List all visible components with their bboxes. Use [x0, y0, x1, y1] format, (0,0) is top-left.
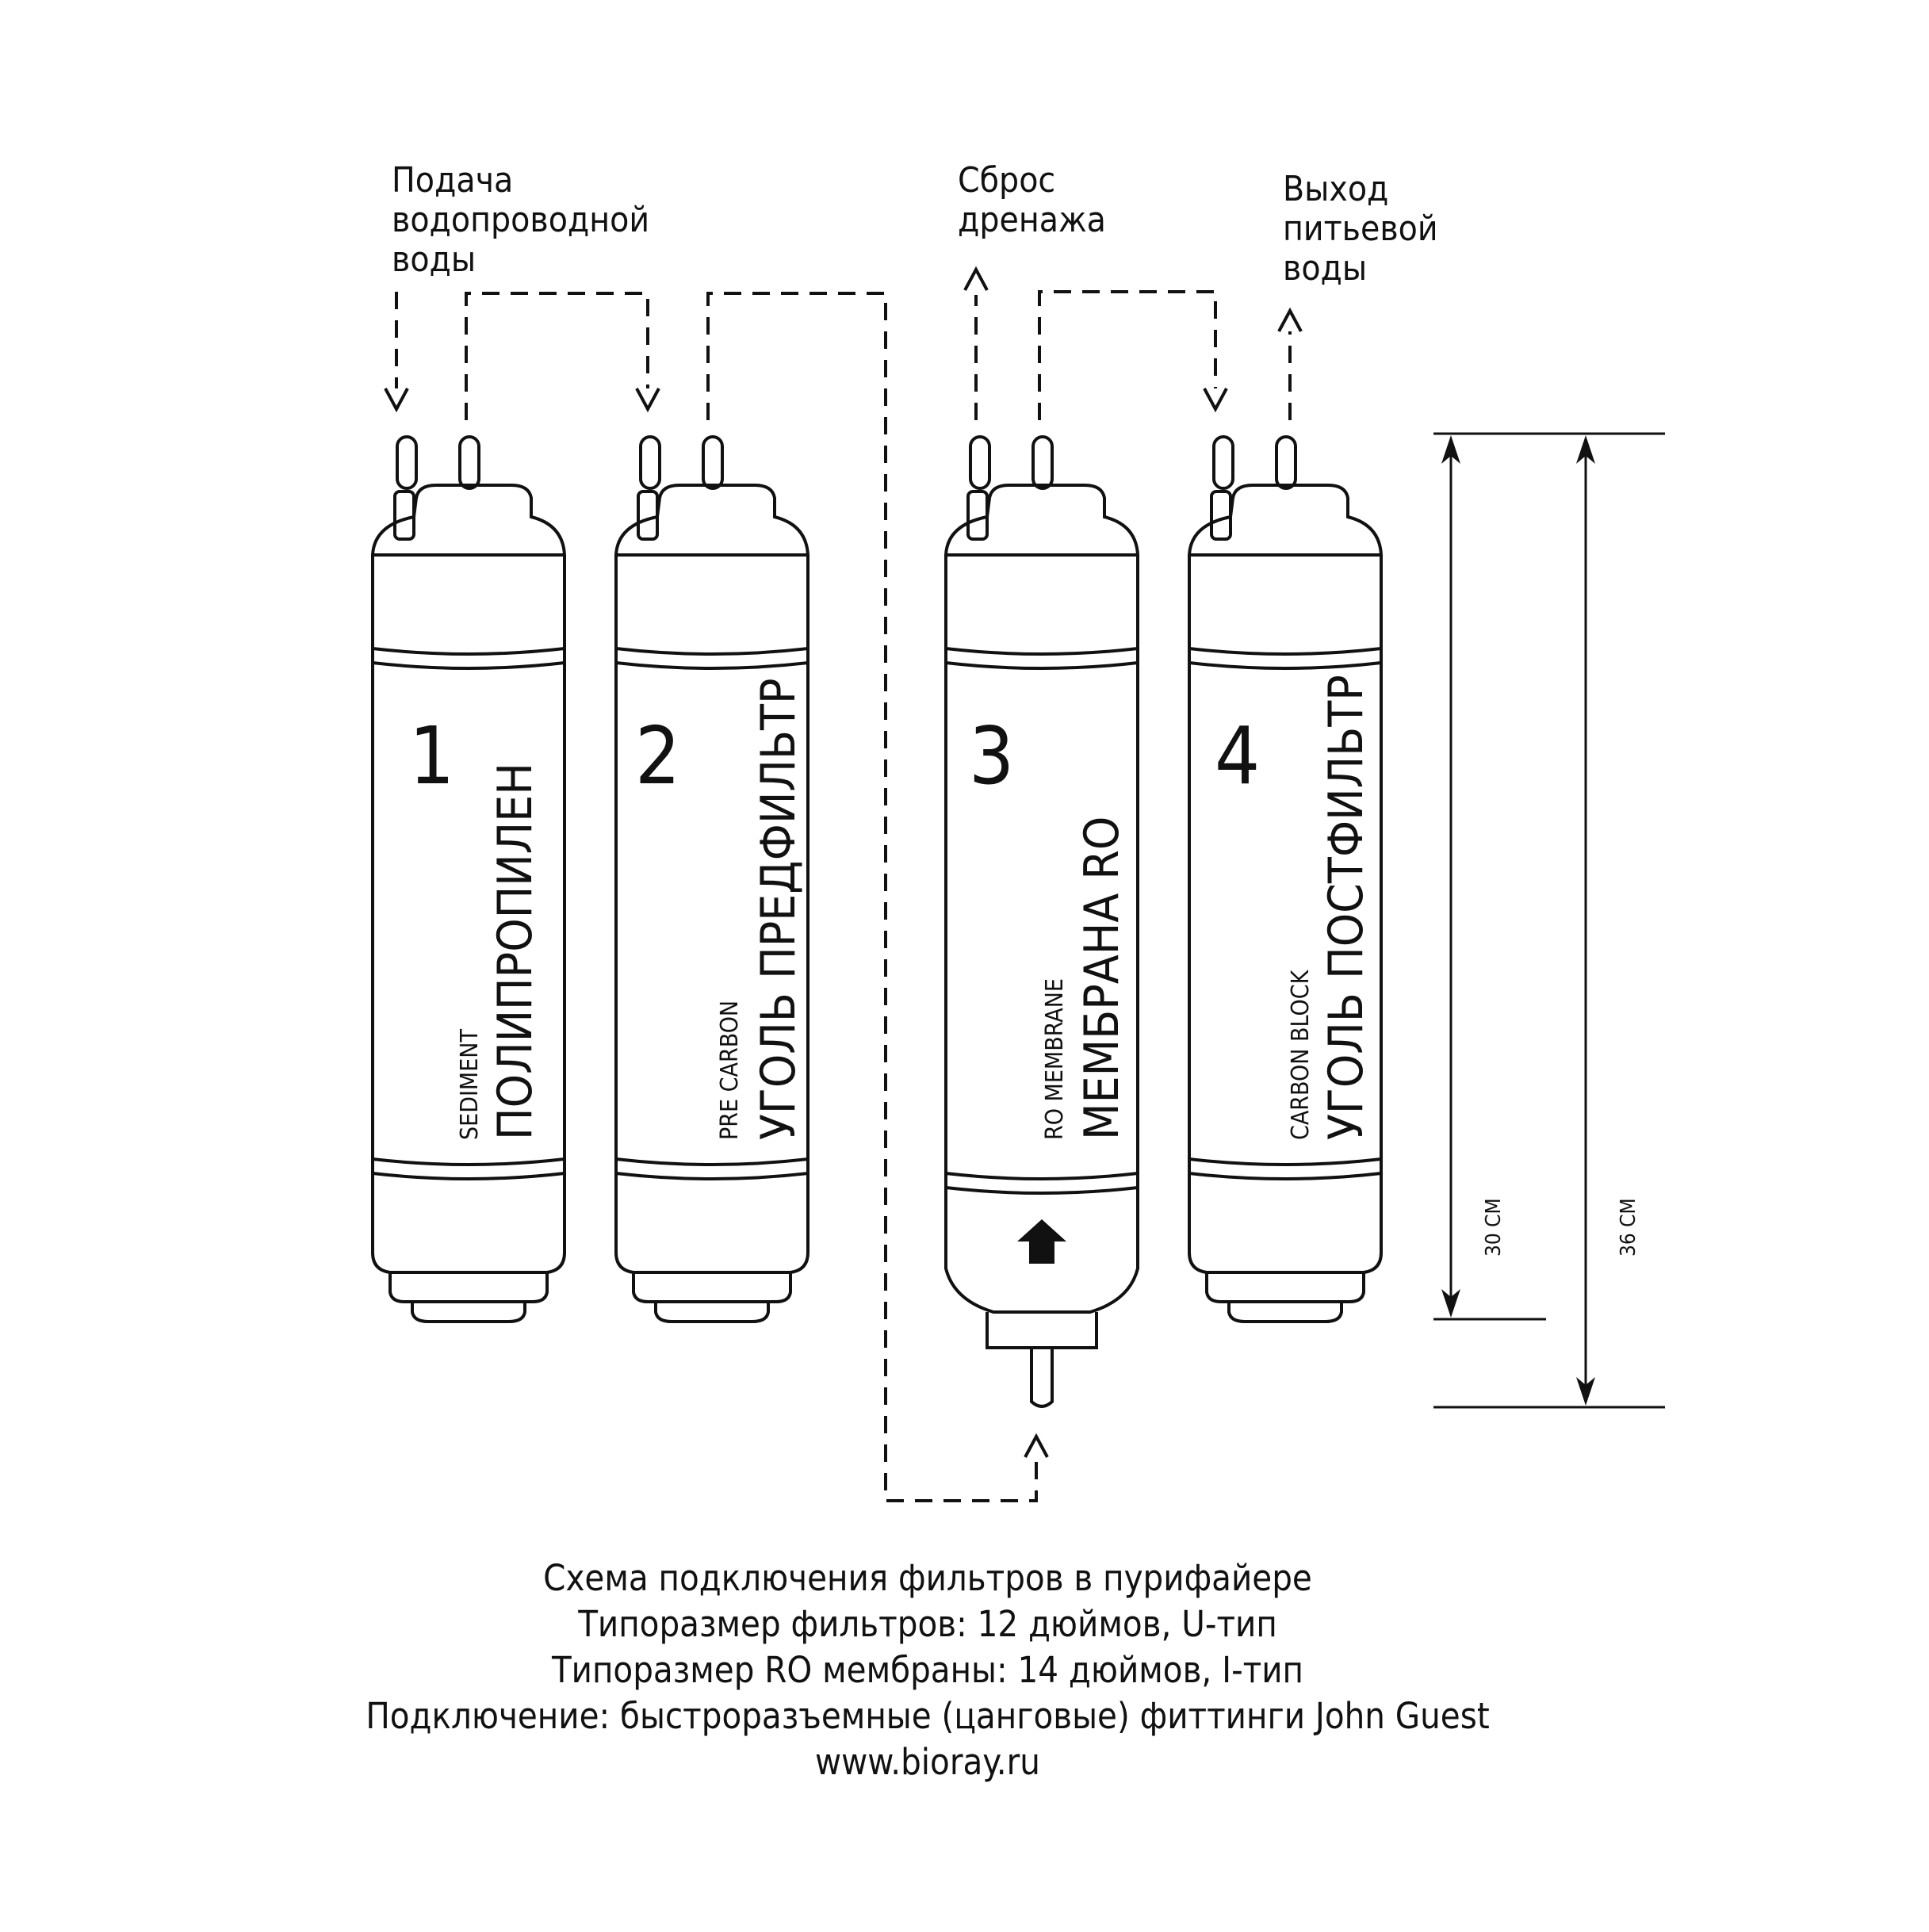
arrow-into-4	[1203, 388, 1228, 413]
filter-3-band-top	[945, 647, 1139, 670]
website-link[interactable]: www.bioray.ru	[815, 1741, 1040, 1783]
filter-3-number: 3	[969, 710, 1014, 802]
filter-3-band-bottom	[945, 1172, 1139, 1195]
filter-2-number: 2	[635, 710, 680, 802]
filter-1-body	[371, 555, 566, 1274]
dim-30-arrow-top	[1441, 435, 1460, 464]
dim-30-label: 30 СМ	[1482, 1198, 1506, 1257]
caption-line-4: Подключение: быстроразъемные (цанговые) …	[366, 1695, 1490, 1737]
filter-2-subtitle: PRE CARBON	[716, 1000, 744, 1140]
flow-1-to-2	[465, 292, 649, 420]
filter-4-number: 4	[1215, 710, 1260, 802]
filter-1-band-top	[372, 647, 565, 670]
output-water-label: Выход питьевой воды	[1283, 169, 1438, 289]
filter-1-cartridge	[370, 435, 567, 1323]
filter-4-band-bottom	[1188, 1157, 1382, 1180]
dim-36-label: 36 СМ	[1617, 1198, 1640, 1257]
filter-4-name: УГОЛЬ ПОСТФИЛЬТР	[1319, 675, 1374, 1140]
filter-4-band-top	[1188, 647, 1382, 670]
filter-texts: 1 SEDIMENT ПОЛИПРОПИЛЕН 2 PRE CARBON УГО…	[409, 675, 1374, 1140]
filter-2-fittings	[637, 435, 724, 541]
filter-1-cap	[370, 484, 567, 557]
filter-2-base	[632, 1272, 792, 1323]
filter-4-cartridge	[1187, 435, 1384, 1323]
filter-3-fittings	[966, 435, 1054, 541]
filter-1-fittings	[393, 435, 480, 541]
arrow-drain-up	[963, 266, 989, 291]
filter-2-cap	[614, 484, 810, 557]
filter-1-name: ПОЛИПРОПИЛЕН	[488, 763, 543, 1140]
filter-3-cap	[943, 484, 1140, 557]
filter-3-subtitle: RO MEMBRANE	[1041, 978, 1069, 1140]
filter-2-name: УГОЛЬ ПРЕДФИЛЬТР	[751, 678, 806, 1140]
filter-3-body	[944, 555, 1139, 1314]
drain-label: Сброс дренажа	[958, 160, 1106, 240]
flow-2-to-3	[706, 292, 1038, 1502]
filter-2-band-top	[615, 647, 809, 670]
flow-3-to-4	[1038, 290, 1217, 420]
flow-direction-arrow-icon	[1017, 1219, 1066, 1264]
filter-1-band-bottom	[372, 1157, 565, 1180]
arrow-output-up	[1277, 307, 1303, 332]
filter-3-name: МЕМБРАНА RO	[1074, 817, 1130, 1140]
dimension-arrowheads	[1441, 435, 1595, 1406]
dim-30-arrow-bottom	[1441, 1289, 1460, 1318]
filter-4-base	[1205, 1272, 1365, 1323]
caption-line-3: Типоразмер RO мембраны: 14 дюймов, I-тип	[551, 1649, 1304, 1691]
feed-water-label: Подача водопроводной воды	[392, 160, 650, 280]
filter-4-body	[1188, 555, 1383, 1274]
filter-4-subtitle: CARBON BLOCK	[1287, 969, 1315, 1140]
dimension-lines	[1433, 432, 1665, 1409]
caption-line-1: Схема подключения фильтров в пурифайере	[543, 1557, 1312, 1599]
arrow-into-3-bottom	[1024, 1433, 1049, 1458]
flow-lines	[395, 290, 1292, 1502]
caption-line-2: Типоразмер фильтров: 12 дюймов, U-тип	[578, 1603, 1277, 1645]
filter-1-base	[388, 1272, 549, 1323]
filter-2-body	[614, 555, 809, 1274]
filter-4-cap	[1187, 484, 1384, 557]
arrow-feed-in	[384, 388, 409, 413]
filter-2-cartridge	[614, 435, 810, 1323]
arrow-into-2	[635, 388, 660, 413]
dim-36-arrow-bottom	[1576, 1377, 1595, 1406]
filter-1-subtitle: SEDIMENT	[456, 1029, 484, 1140]
dim-36-arrow-top	[1576, 435, 1595, 464]
filter-1-number: 1	[409, 710, 454, 802]
flow-arrowheads	[384, 266, 1303, 1458]
filter-3-outlet	[986, 1312, 1098, 1408]
filter-3-cartridge	[943, 435, 1140, 1408]
filter-4-fittings	[1210, 435, 1297, 541]
filter-2-band-bottom	[615, 1157, 809, 1180]
